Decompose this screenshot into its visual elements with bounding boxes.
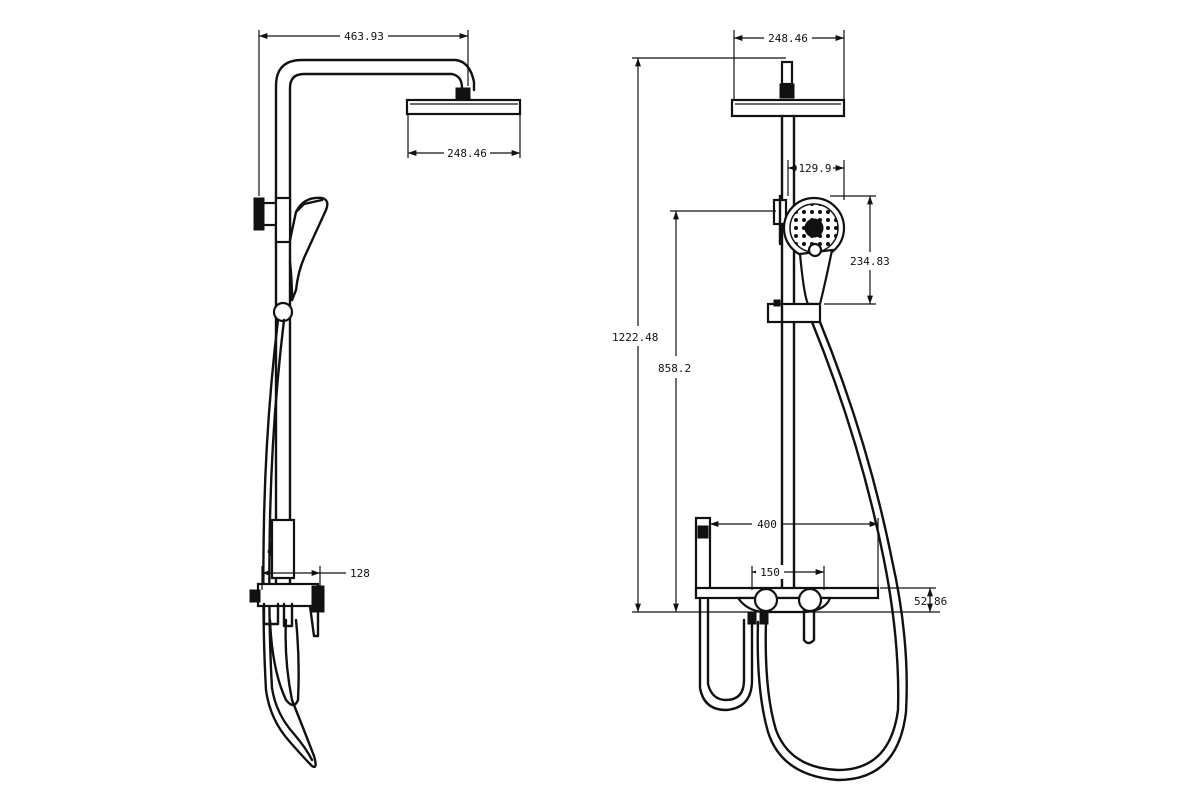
front-dim-52-86: 52 86 <box>880 587 947 612</box>
side-valve-depth-label: 128 <box>350 567 370 580</box>
side-width-top-label: 463.93 <box>344 30 384 43</box>
side-riser-pipe <box>274 58 476 594</box>
front-riser-pipe <box>730 60 846 592</box>
front-holder-height-label: 858.2 <box>658 362 691 375</box>
front-dim-150: 150 <box>751 565 825 590</box>
side-head-width-label: 248.46 <box>447 147 487 160</box>
front-total-height-label: 1222.48 <box>612 331 658 344</box>
front-valve-spacing-label: 150 <box>760 566 780 579</box>
side-bottom-valve <box>249 518 325 638</box>
side-overhead-head <box>405 87 522 116</box>
front-shelf-height-b-label: 86 <box>934 595 947 608</box>
side-dim-128: 128 <box>261 566 370 590</box>
front-shelf-height-a-label: 52 <box>914 595 927 608</box>
front-shelf-width-label: 400 <box>757 518 777 531</box>
front-dim-head: 248.46 <box>733 30 845 100</box>
front-head-width-label: 248.46 <box>768 32 808 45</box>
front-dim-234: 234.83 <box>824 195 890 305</box>
side-dim-head: 248.46 <box>407 114 521 160</box>
front-hose <box>698 320 908 782</box>
front-slider <box>766 299 822 324</box>
front-shelf-valve <box>694 516 880 645</box>
front-view: 248.46 129.9 234.83 1222.48 858 <box>612 30 947 782</box>
side-view: 463.93 248.46 128 <box>249 30 522 769</box>
front-arm-offset-label: 129.9 <box>798 162 831 175</box>
front-dim-400: 400 <box>710 518 879 588</box>
side-hose <box>262 318 317 769</box>
front-dim-1222: 1222.48 <box>612 57 940 613</box>
front-hand-shower <box>772 194 846 306</box>
side-dim-463: 463.93 <box>258 30 469 196</box>
front-dim-858: 858.2 <box>658 210 776 612</box>
front-hand-head-height-label: 234.83 <box>850 255 890 268</box>
front-dim-129: 129.9 <box>787 160 845 200</box>
side-hand-shower <box>253 196 329 323</box>
